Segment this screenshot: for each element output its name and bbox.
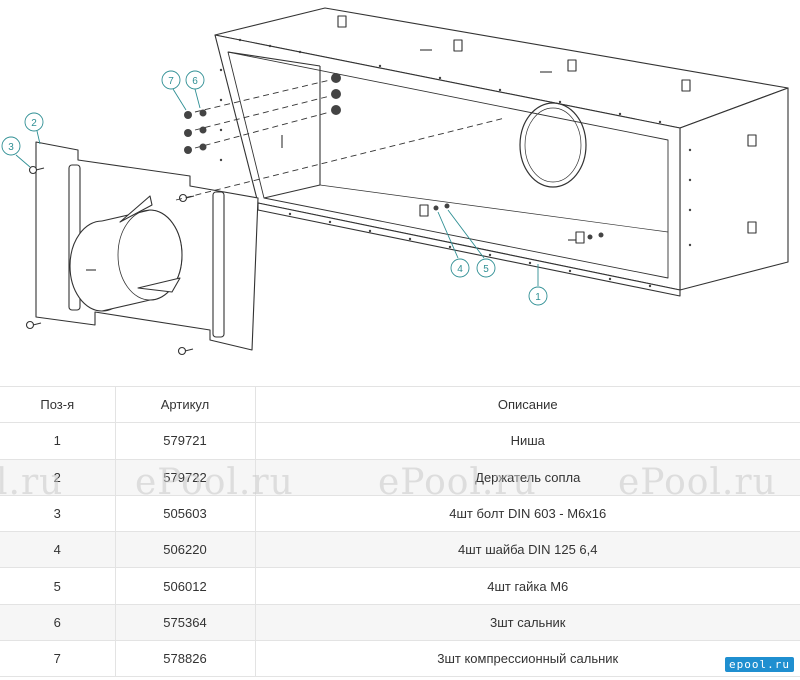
cell-article: 578826 [114,640,255,678]
bolts [25,165,195,356]
callout-5-label: 5 [483,264,489,275]
parts-table: Поз-я Артикул Описание 1 579721 Ниша 2 5… [0,385,800,678]
cell-position: 1 [0,422,115,460]
nozzle-holder-plate [35,141,259,351]
cell-article: 575364 [114,604,255,642]
cell-article: 506220 [114,531,255,569]
cell-position: 4 [0,531,115,569]
table-row: 7 578826 3шт компрессионный сальник [0,640,800,678]
washer-nut [433,203,604,240]
callout-6-label: 6 [192,76,198,87]
callout-4: 4 [437,211,470,278]
callout-3-label: 3 [8,142,14,153]
cell-article: 579722 [114,459,255,496]
niche-box [214,7,789,291]
cell-position: 2 [0,459,115,496]
cell-description: 4шт гайка M6 [254,567,800,605]
cell-description: 3шт сальник [254,604,800,642]
cell-article: 506012 [114,567,255,605]
callout-7: 7 [161,70,187,111]
corner-logo: epool.ru [725,657,794,672]
table-row: 2 579722 Держатель сопла [0,459,800,496]
header-description: Описание [254,385,800,424]
table-row: 1 579721 Ниша [0,422,800,460]
cell-description: Держатель сопла [254,459,800,496]
glands [184,73,341,154]
cell-description: Ниша [254,422,800,460]
callout-3: 3 [1,136,31,168]
callout-2: 2 [24,112,44,145]
cell-position: 6 [0,604,115,642]
cell-article: 579721 [114,422,255,460]
cell-position: 7 [0,640,115,678]
cell-position: 5 [0,567,115,605]
callout-5: 5 [447,209,496,278]
callout-1: 1 [528,264,548,306]
callout-7-label: 7 [168,76,174,87]
callout-4-label: 4 [457,264,463,275]
perimeter-holes [219,38,692,288]
cell-description: 4шт шайба DIN 125 6,4 [254,531,800,569]
cell-description: 3шт компрессионный сальник [254,640,800,678]
exploded-diagram: 1 2 3 4 5 6 7 [1,7,789,356]
callout-2-label: 2 [31,118,37,129]
header-position: Поз-я [0,385,115,424]
cell-article: 505603 [114,495,255,533]
table-row: 3 505603 4шт болт DIN 603 - M6x16 [0,495,800,533]
hardware-marks [337,15,757,244]
cell-position: 3 [0,495,115,533]
table-row: 5 506012 4шт гайка M6 [0,567,800,605]
callout-6: 6 [185,70,205,109]
cell-description: 4шт болт DIN 603 - M6x16 [254,495,800,533]
assembly-lines [175,79,506,201]
table-header-row: Поз-я Артикул Описание [0,385,800,424]
callout-1-label: 1 [535,292,541,303]
table-row: 6 575364 3шт сальник [0,604,800,642]
table-row: 4 506220 4шт шайба DIN 125 6,4 [0,531,800,569]
header-article: Артикул [114,385,255,424]
